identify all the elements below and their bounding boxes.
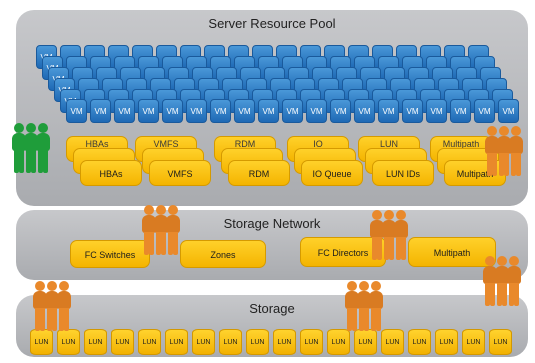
vm-tile: VM (306, 99, 327, 123)
person-icon (142, 205, 156, 255)
vm-tile: VM (498, 99, 519, 123)
vm-tile: VM (210, 99, 231, 123)
person-icon (497, 126, 511, 176)
person-icon (36, 123, 50, 173)
storage-network-title: Storage Network (223, 216, 321, 231)
vm-tile: VM (426, 99, 447, 123)
vm-tile: VM (234, 99, 255, 123)
lun-disk: LUN (327, 329, 350, 355)
person-icon (33, 281, 47, 331)
lun-disk: LUN (219, 329, 242, 355)
person-icon (45, 281, 59, 331)
multipath-network-box: Multipath (408, 237, 496, 267)
vm-tile: VM (402, 99, 423, 123)
person-icon (370, 210, 384, 260)
person-icon (24, 123, 38, 173)
lun-disk: LUN (57, 329, 80, 355)
vm-tile: VM (138, 99, 159, 123)
fc-switches-box: FC Switches (70, 240, 150, 268)
vm-tile: VM (114, 99, 135, 123)
lun-disk: LUN (165, 329, 188, 355)
vm-tile: VM (258, 99, 279, 123)
lun-disk: LUN (138, 329, 161, 355)
component-card: LUN IDs (372, 160, 434, 186)
component-card: IO Queue (301, 160, 363, 186)
vm-tile: VM (186, 99, 207, 123)
person-icon (509, 126, 523, 176)
person-icon (154, 205, 168, 255)
component-card: RDM (228, 160, 290, 186)
vm-tile: VM (354, 99, 375, 123)
vm-tile: VM (66, 99, 87, 123)
lun-disk: LUN (192, 329, 215, 355)
vm-tile: VM (330, 99, 351, 123)
vm-tile: VM (162, 99, 183, 123)
vm-tile: VM (474, 99, 495, 123)
person-icon (382, 210, 396, 260)
person-icon (495, 256, 509, 306)
lun-disk: LUN (435, 329, 458, 355)
lun-disk: LUN (246, 329, 269, 355)
lun-disk: LUN (408, 329, 431, 355)
vm-tile: VM (90, 99, 111, 123)
component-card: VMFS (149, 160, 211, 186)
lun-disk: LUN (354, 329, 377, 355)
person-icon (394, 210, 408, 260)
lun-disk: LUN (30, 329, 53, 355)
component-card: HBAs (80, 160, 142, 186)
lun-disk: LUN (489, 329, 512, 355)
lun-disk: LUN (84, 329, 107, 355)
person-icon (166, 205, 180, 255)
person-icon (485, 126, 499, 176)
person-icon (357, 281, 371, 331)
person-icon (12, 123, 26, 173)
vm-tile: VM (282, 99, 303, 123)
vm-tile: VM (378, 99, 399, 123)
vm-tile: VM (450, 99, 471, 123)
person-icon (369, 281, 383, 331)
lun-disk: LUN (462, 329, 485, 355)
server-resource-pool-title: Server Resource Pool (208, 16, 336, 31)
storage-title: Storage (249, 301, 295, 316)
person-icon (345, 281, 359, 331)
person-icon (483, 256, 497, 306)
person-icon (57, 281, 71, 331)
person-icon (507, 256, 521, 306)
zones-box: Zones (180, 240, 266, 268)
lun-disk: LUN (273, 329, 296, 355)
lun-disk: LUN (300, 329, 323, 355)
lun-disk: LUN (111, 329, 134, 355)
lun-disk: LUN (381, 329, 404, 355)
